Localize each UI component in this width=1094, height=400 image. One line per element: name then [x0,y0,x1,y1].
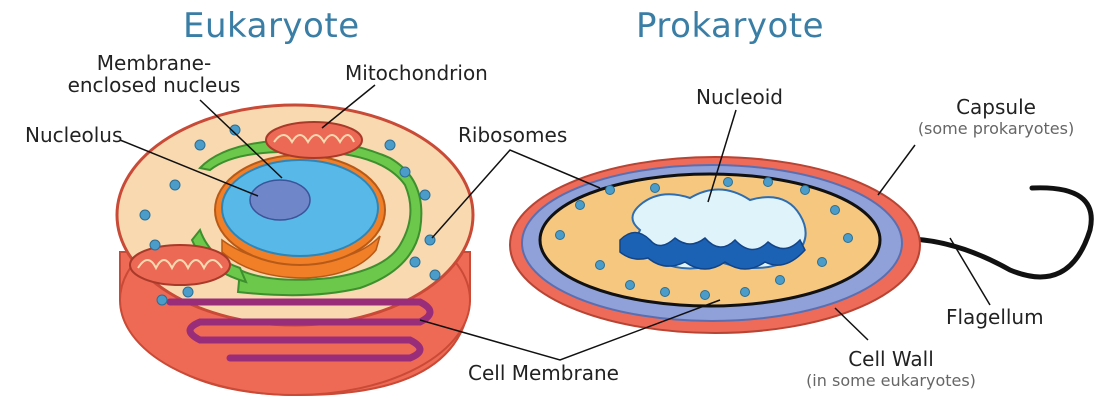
label-capsule: Capsule (some prokaryotes) [908,96,1084,140]
label-cell-membrane: Cell Membrane [468,362,619,384]
label-capsule-text: Capsule [908,96,1084,118]
label-membrane-line2: enclosed nucleus [64,74,244,96]
label-nucleoid: Nucleoid [696,86,783,108]
leader-flagellum [950,238,990,305]
label-ribosomes: Ribosomes [458,124,567,146]
leader-cell-wall [835,308,868,340]
leader-capsule [878,145,915,195]
label-cell-wall: Cell Wall (in some eukaryotes) [760,348,1022,392]
mitochondrion-top [266,122,362,158]
nucleolus [250,180,310,220]
label-cell-wall-note: (in some eukaryotes) [760,370,1022,392]
label-membrane-enclosed-nucleus: Membrane- enclosed nucleus [64,52,244,96]
label-flagellum: Flagellum [946,306,1044,328]
label-mitochondrion: Mitochondrion [345,62,488,84]
label-capsule-note: (some prokaryotes) [908,118,1084,140]
label-cell-wall-text: Cell Wall [760,348,1022,370]
label-nucleolus: Nucleolus [25,124,122,146]
eukaryote-cell [117,105,473,395]
label-membrane-line1: Membrane- [64,52,244,74]
mitochondrion-left [130,245,230,285]
